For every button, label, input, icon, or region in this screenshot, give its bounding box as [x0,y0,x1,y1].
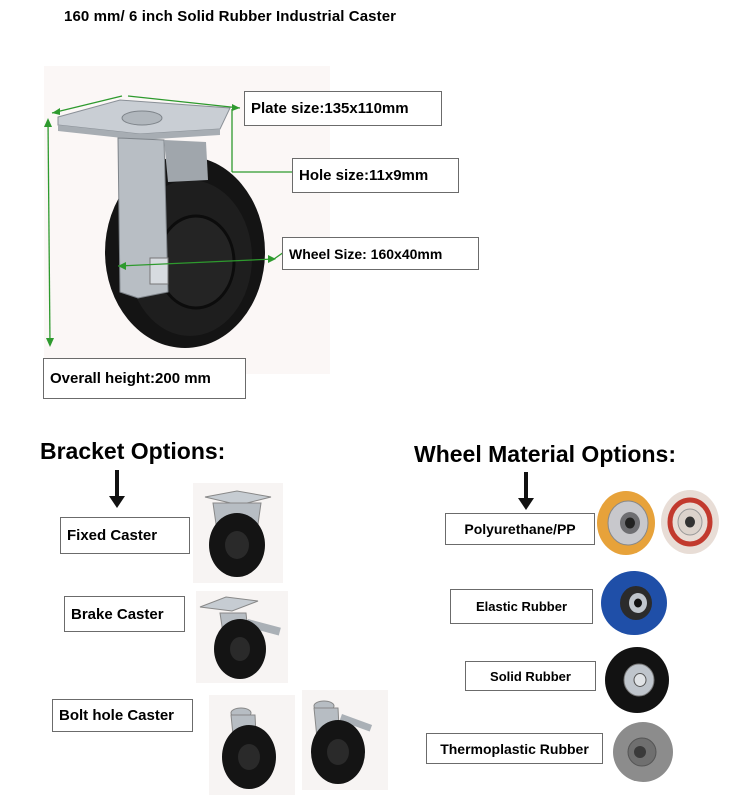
brake-caster-thumbnail [196,591,288,683]
material-option-thermoplastic-rubber: Thermoplastic Rubber [426,733,603,764]
plate-size-label: Plate size:135x110mm [244,91,442,126]
bolt-hole-caster-thumbnail [209,695,295,795]
wheel-material-heading: Wheel Material Options: [414,441,676,467]
bracket-option-brake: Brake Caster [64,596,185,632]
material-option-solid-rubber: Solid Rubber [465,661,596,691]
bracket-options-heading: Bracket Options: [40,438,226,464]
thermoplastic-gray-wheel-icon [613,722,673,782]
overall-height-label: Overall height:200 mm [43,358,246,399]
hole-size-label: Hole size:11x9mm [292,158,459,193]
solid-rubber-wheel-icon [605,647,669,713]
wheel-size-label: Wheel Size: 160x40mm [282,237,479,270]
bolt-hole-brake-caster-thumbnail [302,690,388,790]
bracket-arrow-down-icon [109,470,125,508]
bracket-option-fixed: Fixed Caster [60,517,190,554]
material-arrow-down-icon [518,472,534,510]
page-title: 160 mm/ 6 inch Solid Rubber Industrial C… [64,8,397,25]
elastic-blue-wheel-icon [601,571,667,635]
fixed-caster-thumbnail [193,483,283,583]
material-option-polyurethane: Polyurethane/PP [445,513,595,545]
bracket-option-bolt-hole: Bolt hole Caster [52,699,193,732]
pu-red-wheel-icon [661,490,719,554]
pu-yellow-wheel-icon [597,491,655,555]
material-option-elastic-rubber: Elastic Rubber [450,589,593,624]
